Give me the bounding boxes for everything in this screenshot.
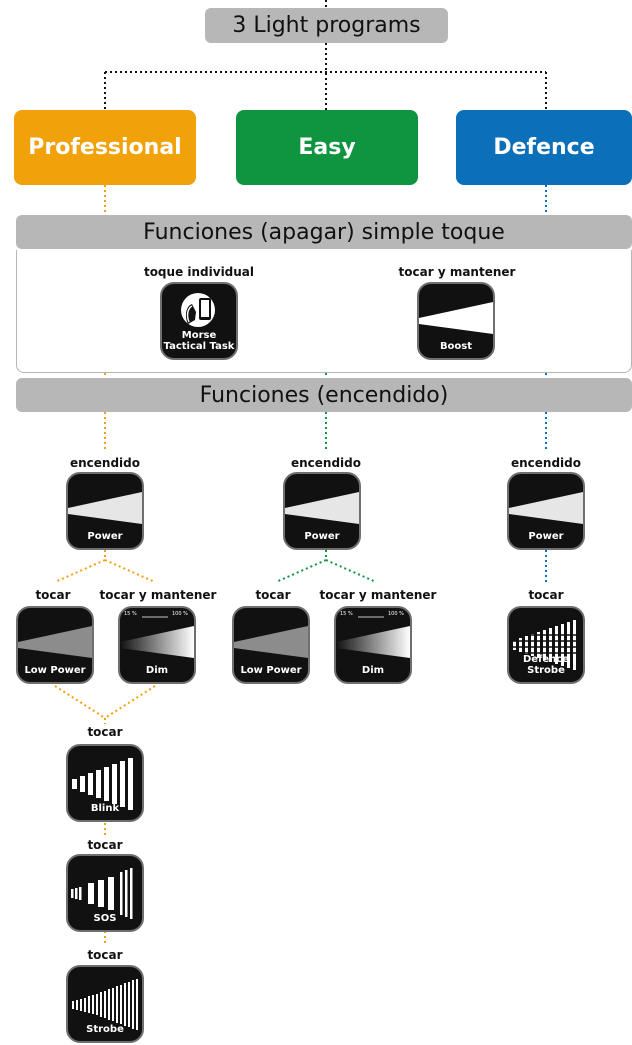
program-easy: Easy: [236, 110, 418, 185]
sos-label: SOS: [93, 913, 117, 924]
diagram-title: 3 Light programs: [205, 8, 448, 43]
off-functions-panel: [16, 250, 632, 373]
strobe-label: Strobe: [86, 1024, 124, 1035]
low-power-label: Low Power: [24, 665, 86, 676]
label-tap: tocar: [87, 948, 123, 962]
defence-strobe-label: Defence Strobe: [522, 654, 570, 676]
dim-min-label: 15 %: [124, 611, 137, 617]
power-label: Power: [528, 531, 564, 542]
boost-icon: Boost: [417, 282, 495, 360]
power-label: Power: [304, 531, 340, 542]
low-power-icon: Low Power: [16, 606, 94, 684]
label-tap: tocar: [255, 588, 291, 602]
section-off-functions: Funciones (apagar) simple toque: [16, 215, 632, 249]
strobe-icon: Strobe: [66, 965, 144, 1043]
dim-icon: 15 % 100 % Dim: [334, 606, 412, 684]
label-tap: tocar: [87, 838, 123, 852]
blink-label: Blink: [90, 803, 120, 814]
low-power-label: Low Power: [240, 665, 302, 676]
label-on-easy: encendido: [290, 456, 361, 470]
label-tap-hold: tocar y mantener: [319, 588, 437, 602]
power-label: Power: [87, 531, 123, 542]
label-on-professional: encendido: [69, 456, 140, 470]
boost-label: Boost: [439, 341, 473, 352]
program-professional: Professional: [14, 110, 196, 185]
low-power-icon: Low Power: [232, 606, 310, 684]
power-icon: Power: [66, 472, 144, 550]
defence-strobe-icon: Defence Strobe: [507, 606, 585, 684]
program-defence: Defence: [456, 110, 632, 185]
label-tap-hold: tocar y mantener: [398, 265, 516, 279]
power-icon: Power: [283, 472, 361, 550]
morse-label-line2: Tactical Task: [163, 341, 235, 352]
sos-icon: SOS: [66, 854, 144, 932]
label-tap-hold: tocar y mantener: [99, 588, 217, 602]
label-on-defence: encendido: [510, 456, 581, 470]
section-on-functions: Funciones (encendido): [16, 378, 632, 412]
dim-min-label: 15 %: [340, 611, 353, 617]
dim-icon: 15 % 100 % Dim: [118, 606, 196, 684]
label-tap: tocar: [35, 588, 71, 602]
dim-max-label: 100 %: [388, 611, 404, 617]
blink-icon: Blink: [66, 744, 144, 822]
dim-label: Dim: [145, 665, 169, 676]
morse-tactical-task-icon: Morse Tactical Task: [160, 282, 238, 360]
label-tap: tocar: [87, 725, 123, 739]
label-tap: tocar: [528, 588, 564, 602]
morse-label-line1: Morse: [181, 330, 217, 341]
dim-max-label: 100 %: [172, 611, 188, 617]
label-single-tap: toque individual: [143, 265, 255, 279]
dim-label: Dim: [361, 665, 385, 676]
power-icon: Power: [507, 472, 585, 550]
